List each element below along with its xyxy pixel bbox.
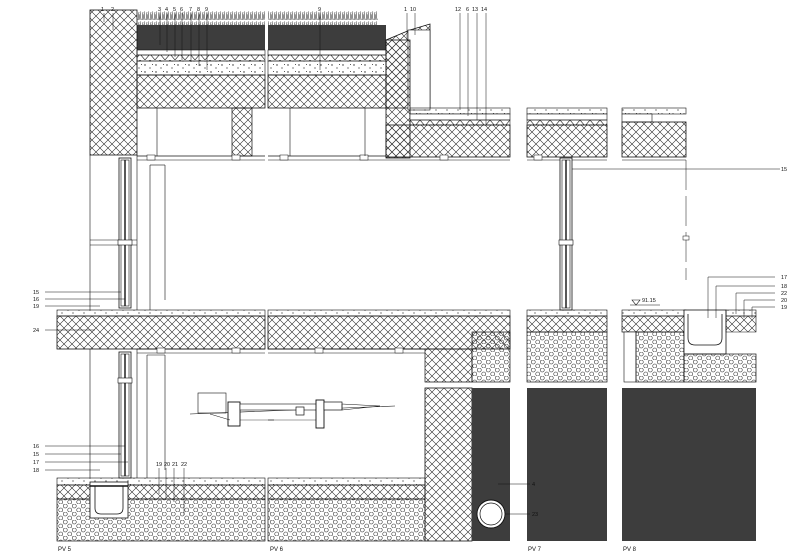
- callout-pv5-upper-19: 19: [33, 304, 39, 310]
- roof-slab-pv6: [267, 74, 387, 109]
- callout-top-pv5-1: 1: [101, 7, 104, 13]
- callout-top-pv5-7: 7: [189, 7, 192, 13]
- callout-top-pv5-3: 3: [158, 7, 161, 13]
- callout-top-pv5-8: 8: [197, 7, 200, 13]
- panel-pv8: [621, 107, 757, 541]
- callout-top-pv6-6: 6: [466, 7, 469, 13]
- callout-pv6-4: 4: [532, 482, 535, 488]
- callout-top-pv5-5: 5: [173, 7, 176, 13]
- callout-top-pv5-2: 2: [111, 7, 114, 13]
- gravel-pv8: [635, 331, 685, 383]
- callout-labels: 1 2 3 4 5 6 7 8 9 9 1 10 12 6 13 14 15 1…: [33, 7, 787, 518]
- callout-pv8-18: 18: [781, 284, 787, 290]
- slab-pv8-top: [621, 121, 687, 158]
- panel-label-pv8: PV 8: [623, 547, 637, 553]
- callout-pv6-23: 23: [532, 512, 538, 518]
- panel-labels: PV 5 PV 6 PV 7 PV 8: [58, 547, 637, 553]
- callout-pv8-17: 17: [781, 275, 787, 281]
- drainage-channel-pv5: [89, 481, 129, 519]
- callout-pv5-lower-17: 17: [33, 460, 39, 466]
- callout-top-pv6-14: 14: [481, 7, 487, 13]
- leader-lines: [45, 13, 780, 515]
- soil-fill-pv8: [622, 388, 756, 541]
- panel-pv5: [56, 9, 266, 542]
- panel-label-pv6: PV 6: [270, 547, 284, 553]
- panel-pv7: [526, 107, 608, 541]
- callout-pv8-20: 20: [781, 298, 787, 304]
- roof-slab-pv5: [136, 74, 266, 109]
- callout-top-pv5-4: 4: [165, 7, 168, 13]
- callout-pv8-22: 22: [781, 291, 787, 297]
- level-label: 91.15: [642, 298, 656, 304]
- callout-top-pv6-9: 9: [318, 7, 321, 13]
- callout-pv8-19: 19: [781, 305, 787, 311]
- soil-fill-pv7: [527, 388, 607, 541]
- callout-pv7-15: 15: [781, 167, 787, 173]
- slab-pv7-top: [526, 124, 608, 158]
- callout-top-pv6-10: 10: [410, 7, 416, 13]
- callout-pv5-upper-16: 16: [33, 297, 39, 303]
- gravel-pv7: [526, 331, 608, 383]
- callout-top-pv6-13: 13: [472, 7, 478, 13]
- callout-pv5-bottom-21: 21: [172, 462, 178, 468]
- panel-label-pv5: PV 5: [58, 547, 72, 553]
- callout-top-pv5-6: 6: [180, 7, 183, 13]
- callout-pv5-bottom-22: 22: [181, 462, 187, 468]
- panel-label-pv7: PV 7: [528, 547, 542, 553]
- slab-pv6-right: [385, 124, 511, 158]
- panel-pv6: [189, 10, 511, 542]
- callout-pv5-lower-18: 18: [33, 468, 39, 474]
- retaining-wall-pv6: [424, 387, 473, 542]
- callout-pv5-lower-15: 15: [33, 452, 39, 458]
- callout-top-pv5-9: 9: [205, 7, 208, 13]
- callout-pv5-bottom-20: 20: [164, 462, 170, 468]
- level-marker-icon: [631, 299, 641, 306]
- ground-gravel-pv6: [267, 498, 426, 542]
- callout-pv5-upper-24: 24: [33, 328, 39, 334]
- callout-top-pv6-1: 1: [404, 7, 407, 13]
- floor-slab-pv6: [267, 315, 511, 350]
- wall-upper-left: [89, 9, 138, 156]
- callout-pv5-upper-15: 15: [33, 290, 39, 296]
- floor-slab-pv5: [56, 315, 266, 350]
- callout-top-pv6-12: 12: [455, 7, 461, 13]
- ground-gravel-pv5: [56, 498, 266, 542]
- callout-pv5-lower-16: 16: [33, 444, 39, 450]
- callout-pv5-bottom-19: 19: [156, 462, 162, 468]
- green-roof-soil: [137, 25, 265, 50]
- elevation-sketch: [189, 392, 396, 429]
- drainage-channel-pv8: [683, 309, 727, 355]
